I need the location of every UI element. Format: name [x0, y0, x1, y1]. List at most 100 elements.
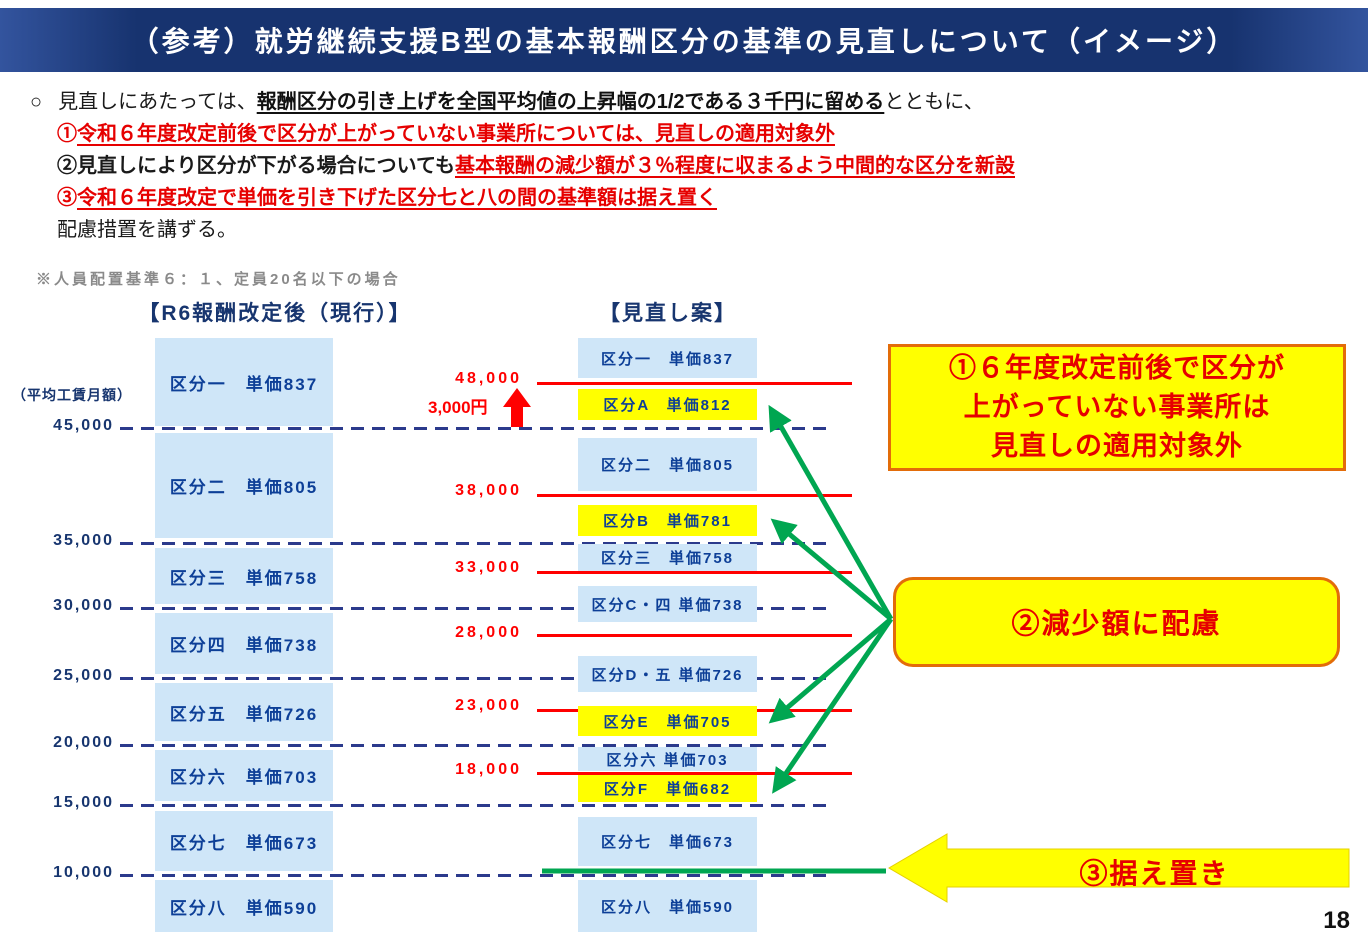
item1-text: 令和６年度改定前後で区分が上がっていない事業所については、見直しの適用対象外 — [77, 123, 835, 145]
page-number: 18 — [1323, 907, 1350, 934]
lead-underline-text: 報酬区分の引き上げを全国平均値の上昇幅の1/2である３千円に留める — [256, 91, 885, 113]
proposed-box-A: 区分A 単価812 — [578, 389, 757, 420]
lead-post-text: とともに、 — [884, 91, 984, 113]
proposed-box-C4-label: 区分C・四 単価738 — [591, 596, 744, 614]
proposed-box-8-label: 区分八 単価590 — [600, 898, 735, 916]
proposed-box-C4: 区分C・四 単価738 — [578, 586, 757, 622]
gridline-dashed-45000 — [120, 427, 832, 430]
page-title: （参考）就労継続支援B型の基本報酬区分の基準の見直しについて（イメージ） — [130, 26, 1238, 57]
proposed-box-3: 区分三 単価758 — [578, 544, 757, 571]
y-tick-45000: 45,000 — [53, 417, 114, 434]
proposed-box-6-label: 区分六 単価703 — [606, 751, 729, 769]
item3-text: 令和６年度改定で単価を引き下げた区分七と八の間の基準額は据え置く — [77, 187, 717, 209]
gridline-dashed-10000 — [120, 874, 832, 877]
proposed-box-D5: 区分D・五 単価726 — [578, 656, 757, 692]
proposed-box-8: 区分八 単価590 — [578, 880, 757, 932]
measure-item-2: ②見直しにより区分が下がる場合についても基本報酬の減少額が３％程度に収まるよう中… — [30, 150, 1350, 182]
current-box-5: 区分五 単価726 — [155, 683, 333, 741]
callout1-line3: 見直しの適用対象外 — [991, 431, 1243, 461]
y-tick-15000: 15,000 — [53, 794, 114, 811]
proposed-box-A-label: 区分A 単価812 — [603, 397, 732, 414]
proposed-box-E-label: 区分E 単価705 — [603, 713, 732, 731]
threshold-label-33000: 33,000 — [455, 559, 522, 576]
current-box-5-label: 区分五 単価726 — [169, 704, 319, 724]
proposed-column-title: 【見直し案】 — [599, 302, 737, 325]
green-arrow-to-box-A — [768, 404, 894, 621]
y-tick-25000: 25,000 — [53, 667, 114, 684]
current-box-3: 区分三 単価758 — [155, 548, 333, 604]
current-box-6-label: 区分六 単価703 — [169, 768, 319, 787]
current-box-1-label: 区分一 単価837 — [169, 374, 319, 394]
intro-block: ○ 見直しにあたっては、報酬区分の引き上げを全国平均値の上昇幅の1/2である３千円… — [30, 86, 1350, 246]
proposed-box-F: 区分F 単価682 — [578, 775, 757, 802]
proposed-box-1: 区分一 単価837 — [578, 338, 757, 378]
current-box-8: 区分八 単価590 — [155, 880, 333, 932]
threshold-line-38000 — [537, 494, 852, 497]
callout1-line2: 上がっていない事業所は — [963, 392, 1271, 422]
callout-reduction-consideration: ②減少額に配慮 — [893, 577, 1340, 667]
threshold-line-48000 — [537, 382, 852, 385]
gridline-dashed-20000 — [120, 744, 832, 747]
proposed-box-D5-label: 区分D・五 単価726 — [591, 666, 744, 684]
measure-item-1: ①令和６年度改定前後で区分が上がっていない事業所については、見直しの適用対象外 — [30, 118, 1350, 150]
item2-black-text: 見直しにより区分が下がる場合についても — [77, 155, 455, 177]
slide-title-bar: （参考）就労継続支援B型の基本報酬区分の基準の見直しについて（イメージ） — [0, 8, 1368, 72]
threshold-line-28000 — [537, 634, 852, 637]
callout-exempt-offices: ①６年度改定前後で区分が 上がっていない事業所は 見直しの適用対象外 — [888, 344, 1346, 471]
current-box-4: 区分四 単価738 — [155, 613, 333, 674]
item2-red-text: 基本報酬の減少額が３％程度に収まるよう中間的な区分を新設 — [455, 155, 1015, 177]
threshold-line-18000 — [537, 772, 852, 775]
staffing-note: ※人員配置基準６：１、定員20名以下の場合 — [36, 271, 401, 288]
proposed-box-1-label: 区分一 単価837 — [600, 350, 735, 368]
lead-pre-text: 見直しにあたっては、 — [58, 91, 257, 113]
red-up-arrow-icon — [503, 388, 531, 427]
callout1-line1: ①６年度改定前後で区分が — [949, 353, 1285, 383]
proposed-box-F-label: 区分F 単価682 — [603, 781, 732, 798]
increase-amount-label: 3,000円 — [428, 398, 488, 417]
threshold-label-18000: 18,000 — [455, 761, 522, 778]
threshold-label-28000: 28,000 — [455, 624, 522, 641]
measure-item-3: ③令和６年度改定で単価を引き下げた区分七と八の間の基準額は据え置く — [30, 182, 1350, 214]
current-box-8-label: 区分八 単価590 — [169, 898, 319, 918]
y-tick-10000: 10,000 — [53, 864, 114, 881]
intro-closing-line: 配慮措置を講ずる。 — [57, 219, 237, 241]
gridline-dashed-25000 — [120, 677, 832, 680]
current-box-1: 区分一 単価837 — [155, 338, 333, 426]
current-box-6: 区分六 単価703 — [155, 750, 333, 801]
proposed-box-7-label: 区分七 単価673 — [600, 834, 735, 851]
threshold-label-38000: 38,000 — [455, 482, 522, 499]
proposed-box-7: 区分七 単価673 — [578, 817, 757, 866]
item3-number: ③ — [57, 187, 77, 209]
current-box-3-label: 区分三 単価758 — [169, 568, 319, 588]
y-tick-30000: 30,000 — [53, 597, 114, 614]
y-tick-35000: 35,000 — [53, 532, 114, 549]
green-arrow-to-box-F — [772, 617, 894, 794]
proposed-box-B: 区分B 単価781 — [578, 505, 757, 536]
circle-bullet: ○ — [30, 91, 43, 113]
current-box-2-label: 区分二 単価805 — [169, 478, 319, 497]
current-column-title: 【R6報酬改定後（現行）】 — [138, 302, 412, 325]
proposed-box-E: 区分E 単価705 — [578, 706, 757, 736]
y-axis-label: （平均工賃月額） — [12, 387, 132, 403]
current-box-2: 区分二 単価805 — [155, 433, 333, 538]
proposed-box-B-label: 区分B 単価781 — [603, 513, 732, 530]
intro-lead-line: ○ 見直しにあたっては、報酬区分の引き上げを全国平均値の上昇幅の1/2である３千円… — [30, 86, 1350, 118]
callout2-text: ②減少額に配慮 — [1011, 608, 1222, 639]
proposed-box-6: 区分六 単価703 — [578, 747, 757, 771]
proposed-box-2: 区分二 単価805 — [578, 438, 757, 491]
item1-number: ① — [57, 123, 77, 145]
current-box-7: 区分七 単価673 — [155, 811, 333, 871]
callout-keep-unchanged: ③据え置き — [1079, 858, 1230, 889]
proposed-box-3-label: 区分三 単価758 — [600, 550, 735, 567]
proposed-box-2-label: 区分二 単価805 — [600, 457, 735, 474]
current-box-7-label: 区分七 単価673 — [169, 833, 319, 853]
threshold-line-33000 — [537, 571, 852, 574]
current-box-4-label: 区分四 単価738 — [169, 636, 319, 655]
y-tick-20000: 20,000 — [53, 734, 114, 751]
gridline-dashed-30000 — [120, 607, 832, 610]
item2-number: ② — [57, 155, 77, 177]
gridline-dashed-15000 — [120, 804, 832, 807]
threshold-label-23000: 23,000 — [455, 697, 522, 714]
gridline-dashed-35000 — [120, 542, 832, 545]
